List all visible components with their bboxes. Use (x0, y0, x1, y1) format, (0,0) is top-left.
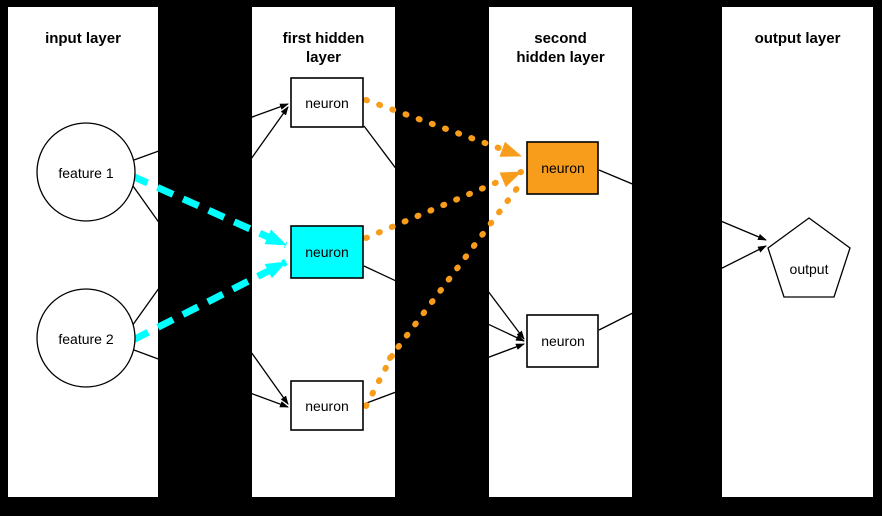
panel-input-layer: input layer (8, 7, 158, 497)
label-hidden1-neuron-top: neuron (305, 95, 349, 111)
panel-second-hidden-layer: second hidden layer (489, 7, 632, 497)
label-hidden2-neuron-top: neuron (541, 160, 585, 176)
label-feature-1: feature 1 (58, 165, 114, 181)
panel-title-first-hidden-layer: first hidden layer (282, 30, 365, 66)
label-hidden2-neuron-bottom: neuron (541, 333, 585, 349)
panel-title-output-layer: output layer (754, 30, 841, 47)
panel-output-layer: output layer (722, 7, 873, 497)
label-hidden1-neuron-mid: neuron (305, 244, 349, 260)
label-hidden1-neuron-bottom: neuron (305, 398, 349, 414)
panel-title-second-hidden-layer: second hidden layer (516, 30, 605, 66)
label-output: output (789, 261, 829, 277)
edge-group-plain (131, 103, 767, 408)
panel-title-input-layer: input layer (45, 30, 121, 47)
label-feature-2: feature 2 (58, 331, 114, 347)
